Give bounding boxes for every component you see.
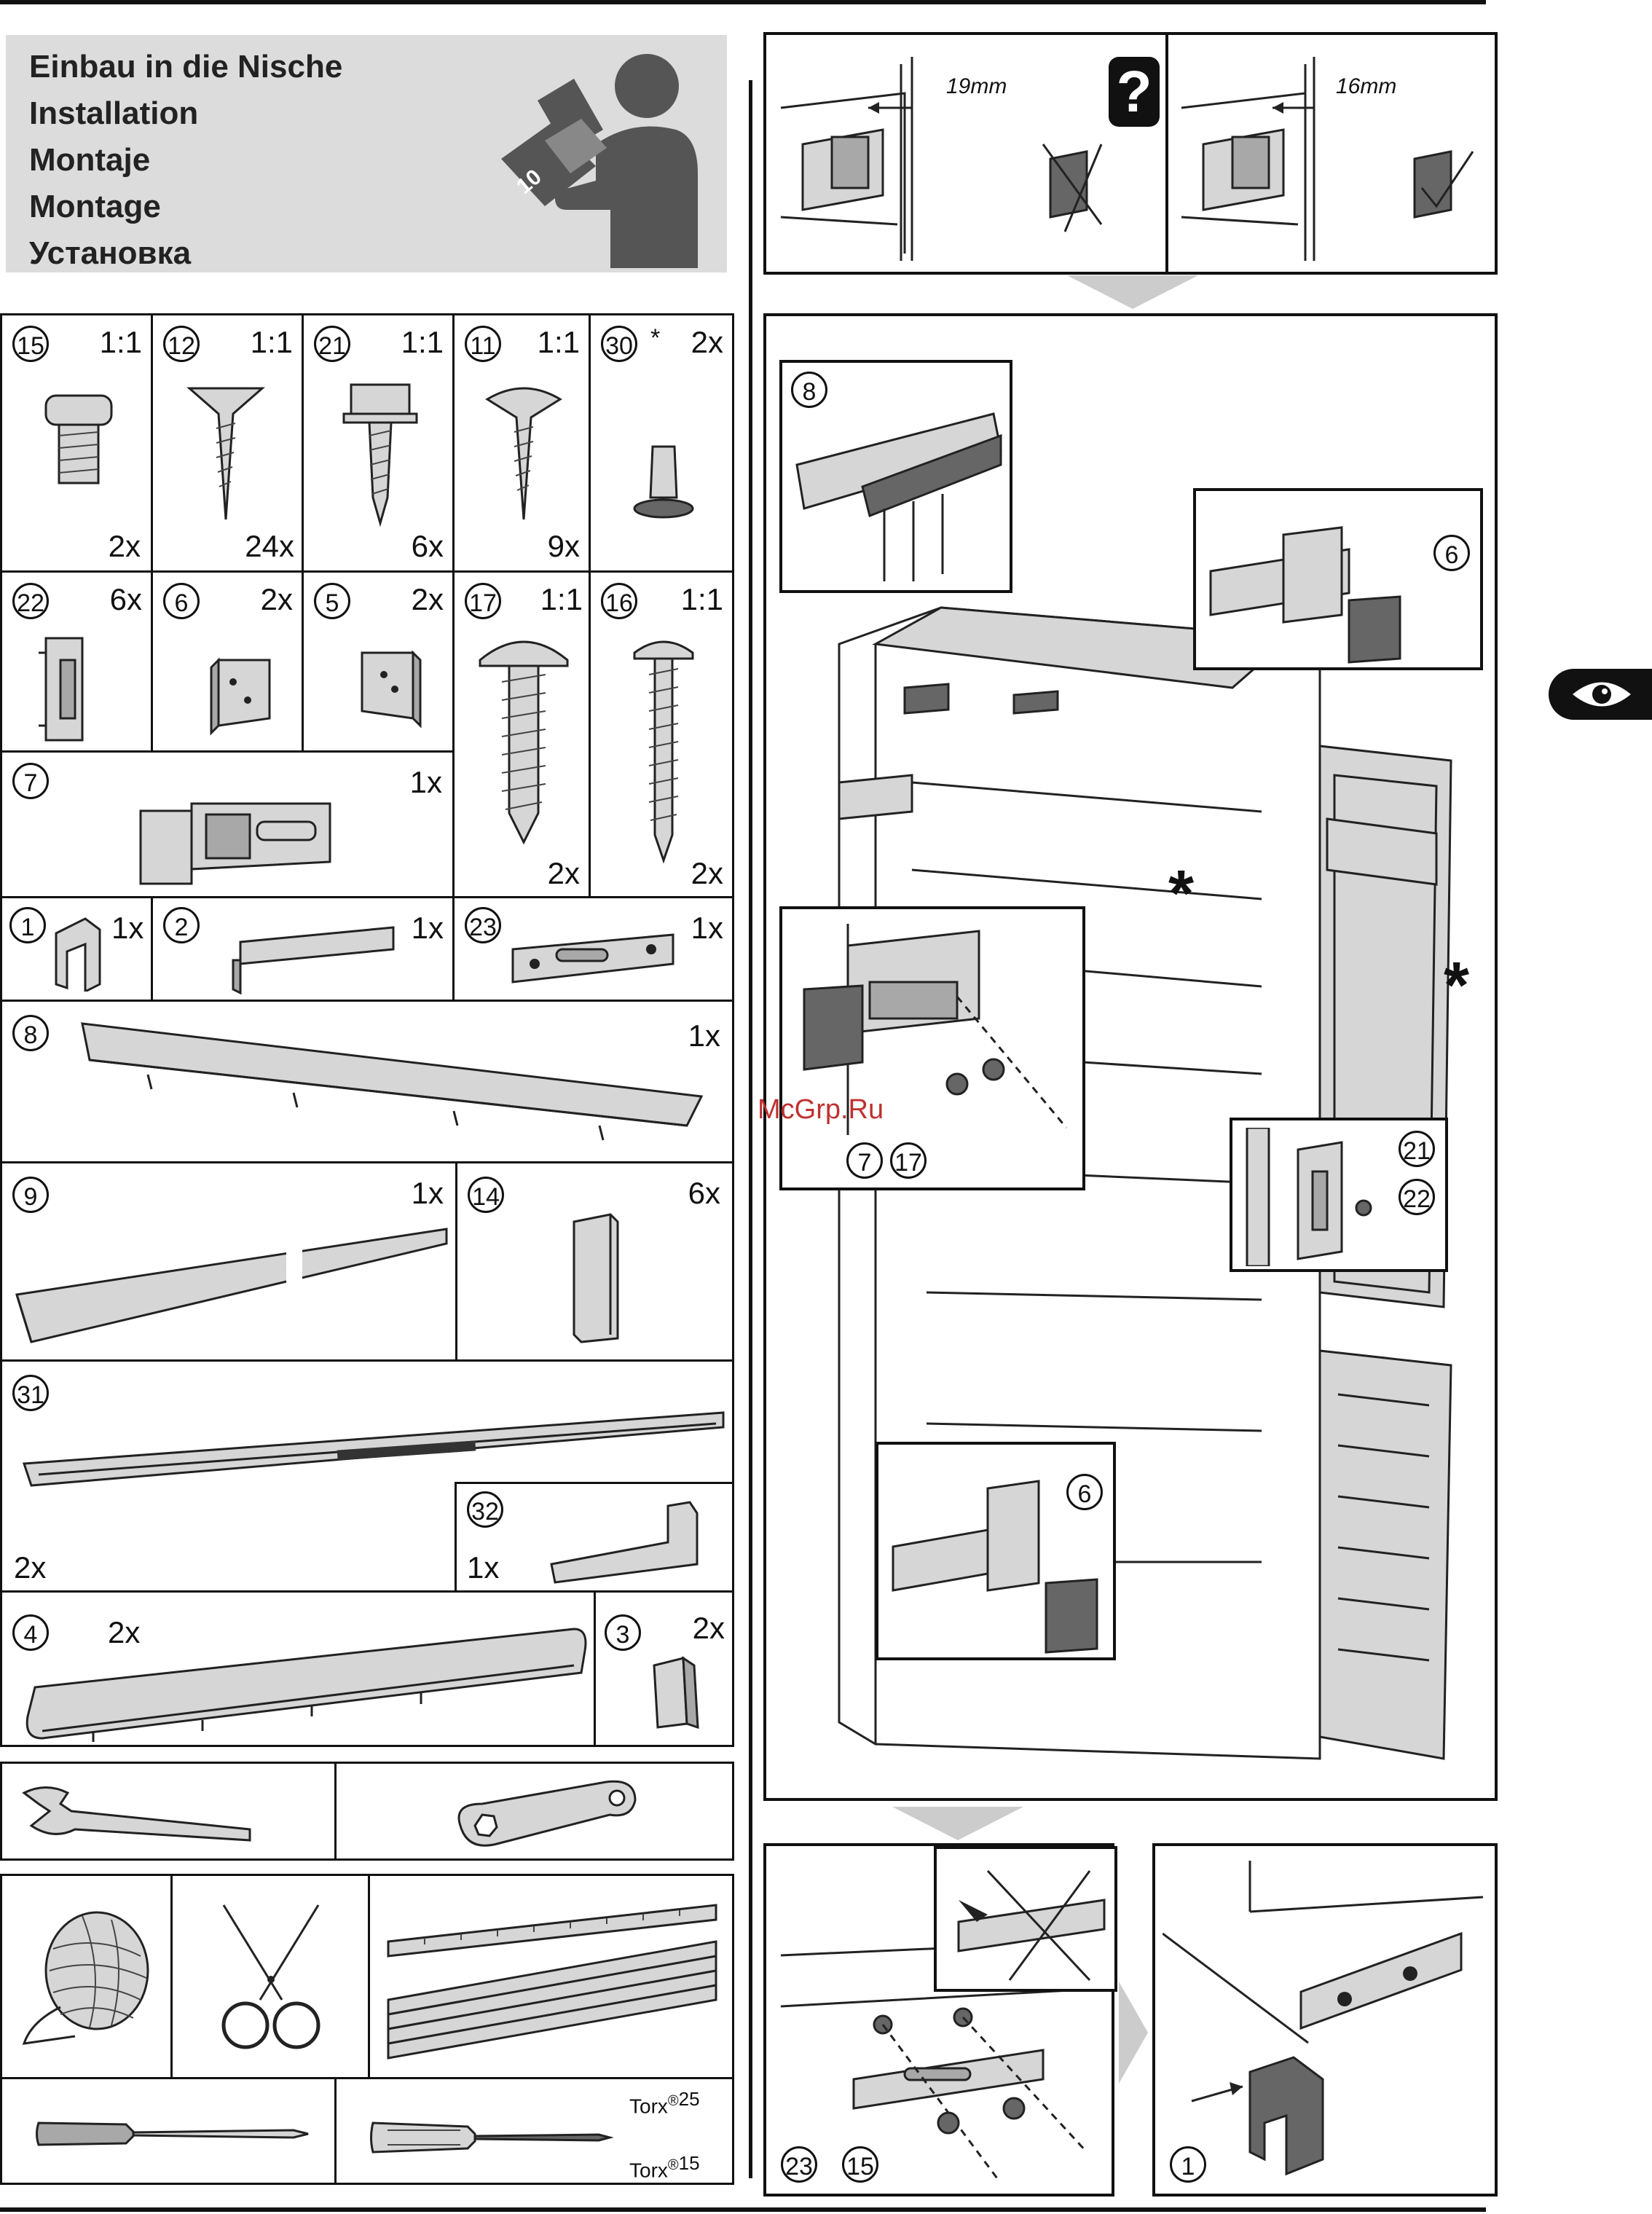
- step-bracket-23: 23 15: [763, 1843, 1114, 2197]
- step-clip-1: 1: [1152, 1843, 1498, 2197]
- reading-manual-icon: [487, 50, 712, 268]
- part-2-rail: 2 1x: [151, 896, 455, 1002]
- part-30-fastener: 30 * 2x: [589, 313, 734, 573]
- tool-string: [0, 1874, 173, 2079]
- title-block: Einbau in die Nische Installation Montaj…: [6, 35, 727, 272]
- asterisk-mark-2: *: [1444, 953, 1469, 1018]
- tool-torx-screwdrivers: Torx®25 Torx®15: [334, 2077, 734, 2185]
- part-5-plate: 5 2x: [302, 570, 455, 753]
- part-14-cap: 14 6x: [455, 1161, 734, 1362]
- detail-callout-6-lower: 6: [876, 1442, 1116, 1660]
- torx-15-label: Torx®15: [629, 2152, 700, 2182]
- down-arrow-1: [1067, 275, 1198, 309]
- title-fr: Montage: [29, 184, 342, 230]
- part-9-strip: 9 1x: [0, 1161, 457, 1362]
- part-32-end-piece: 32 1x: [455, 1482, 734, 1593]
- tool-open-wrench: [0, 1762, 337, 1861]
- down-arrow-2: [892, 1807, 1023, 1840]
- part-12-screw: 12 1:1 24x: [151, 313, 304, 573]
- detail-callout-8: 8: [779, 360, 1012, 593]
- part-7-bracket: 7 1x: [0, 750, 455, 898]
- part-17-screw: 17 1:1 2x: [452, 570, 591, 898]
- eye-icon: [1549, 669, 1652, 720]
- part-3-plate: 3 2x: [594, 1590, 734, 1747]
- part-11-screw: 11 1:1 9x: [452, 313, 591, 573]
- part-21-screw: 21 1:1 6x: [302, 313, 455, 573]
- column-divider: [749, 80, 752, 2178]
- asterisk-mark-1: *: [1168, 861, 1194, 927]
- part-15-screw: 15 1:1 2x: [0, 313, 153, 573]
- gap-right-illustration: [1174, 50, 1495, 261]
- gap-16mm-label: 16mm: [1336, 74, 1396, 99]
- detail-callout-21-22: 21 22: [1230, 1118, 1448, 1272]
- title-ru: Установка: [29, 230, 342, 277]
- title-es: Montaje: [29, 137, 342, 184]
- detail-wrong-bracket: [934, 1846, 1117, 1992]
- torx-25-label: Torx®25: [629, 2088, 700, 2118]
- tool-flat-screwdriver: [0, 2077, 337, 2185]
- tool-hex-wrench: [334, 1762, 734, 1861]
- detail-callout-7-17: 7 17: [779, 906, 1085, 1190]
- part-16-screw: 16 1:1 2x: [589, 570, 734, 898]
- detail-callout-6-upper: 6: [1193, 488, 1483, 670]
- part-23-bracket: 23 1x: [452, 896, 734, 1002]
- gap-19mm-label: 19mm: [946, 74, 1007, 99]
- watermark: McGrp.Ru: [758, 1094, 884, 1126]
- part-8-cover-strip: 8 1x: [0, 1000, 734, 1163]
- step-gap-check: 19mm ? 16mm: [763, 32, 1498, 275]
- part-6-plate: 6 2x: [151, 570, 304, 753]
- part-22-bracket: 22 6x: [0, 570, 153, 753]
- top-rule: [0, 0, 1486, 4]
- title-de: Einbau in die Nische: [29, 44, 342, 90]
- right-arrow: [1119, 1982, 1148, 2084]
- step-fridge-assembly: 8 6 7 17 21 22 6 * *: [763, 313, 1498, 1801]
- question-mark-badge: ?: [1109, 57, 1160, 127]
- tool-scissors: [170, 1874, 370, 2079]
- part-4-cover: 4 2x: [0, 1590, 596, 1747]
- title-en: Installation: [29, 90, 342, 137]
- part-1-clip: 1 1x: [0, 896, 153, 1002]
- tool-folding-rule: [368, 1874, 734, 2079]
- bottom-rule: [0, 2207, 1486, 2212]
